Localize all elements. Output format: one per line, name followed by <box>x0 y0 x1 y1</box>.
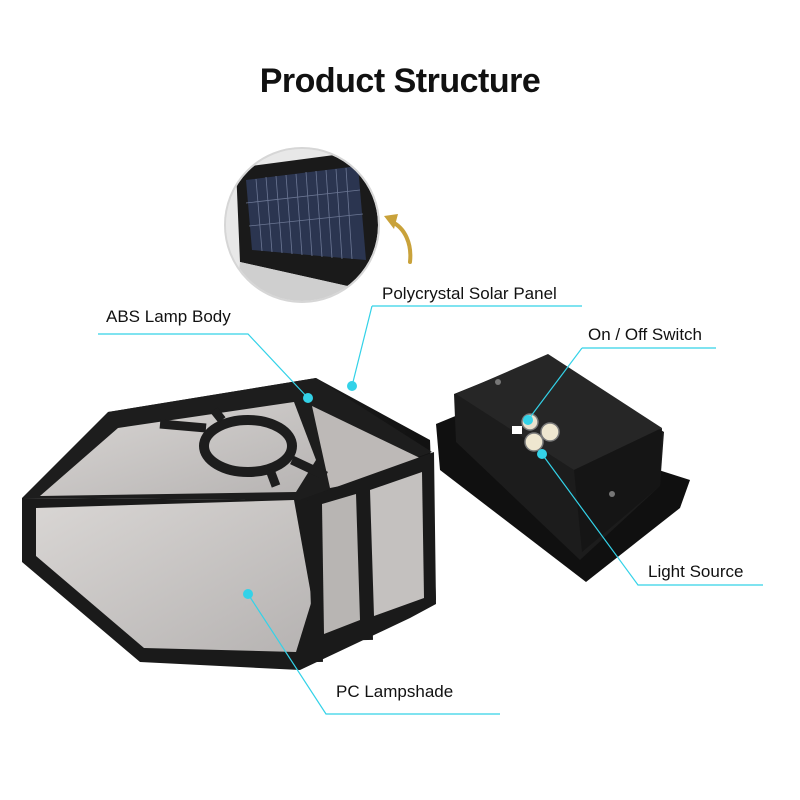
label-switch: On / Off Switch <box>588 325 703 344</box>
solar-panel-inset <box>224 147 380 303</box>
lamp-body <box>22 378 436 670</box>
page-title: Product Structure <box>259 62 541 100</box>
label-solar-panel: Polycrystal Solar Panel <box>382 284 557 303</box>
label-abs-lamp-body: ABS Lamp Body <box>106 307 231 326</box>
label-light-source: Light Source <box>648 562 744 581</box>
leader-dots <box>243 381 547 599</box>
leader-lines <box>98 305 763 715</box>
label-lampshade: PC Lampshade <box>336 682 454 701</box>
lamp-base-unit <box>436 354 690 582</box>
curved-arrow-icon <box>384 214 413 264</box>
